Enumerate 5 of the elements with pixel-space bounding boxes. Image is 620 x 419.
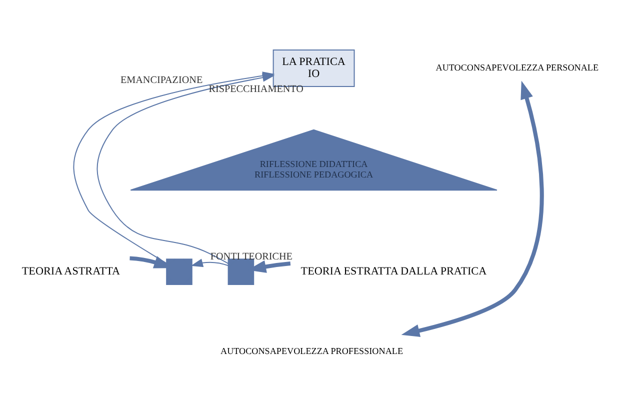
node-text: TEORIA ESTRATTA DALLA PRATICA: [300, 265, 487, 278]
edge-label: EMANCIPAZIONE: [120, 74, 203, 86]
node-text: AUTOCONSAPEVOLEZZA PROFESSIONALE: [220, 345, 404, 356]
node-text: AUTOCONSAPEVOLEZZA PERSONALE: [436, 62, 599, 72]
node-text: TEORIA ASTRATTA: [22, 265, 120, 278]
